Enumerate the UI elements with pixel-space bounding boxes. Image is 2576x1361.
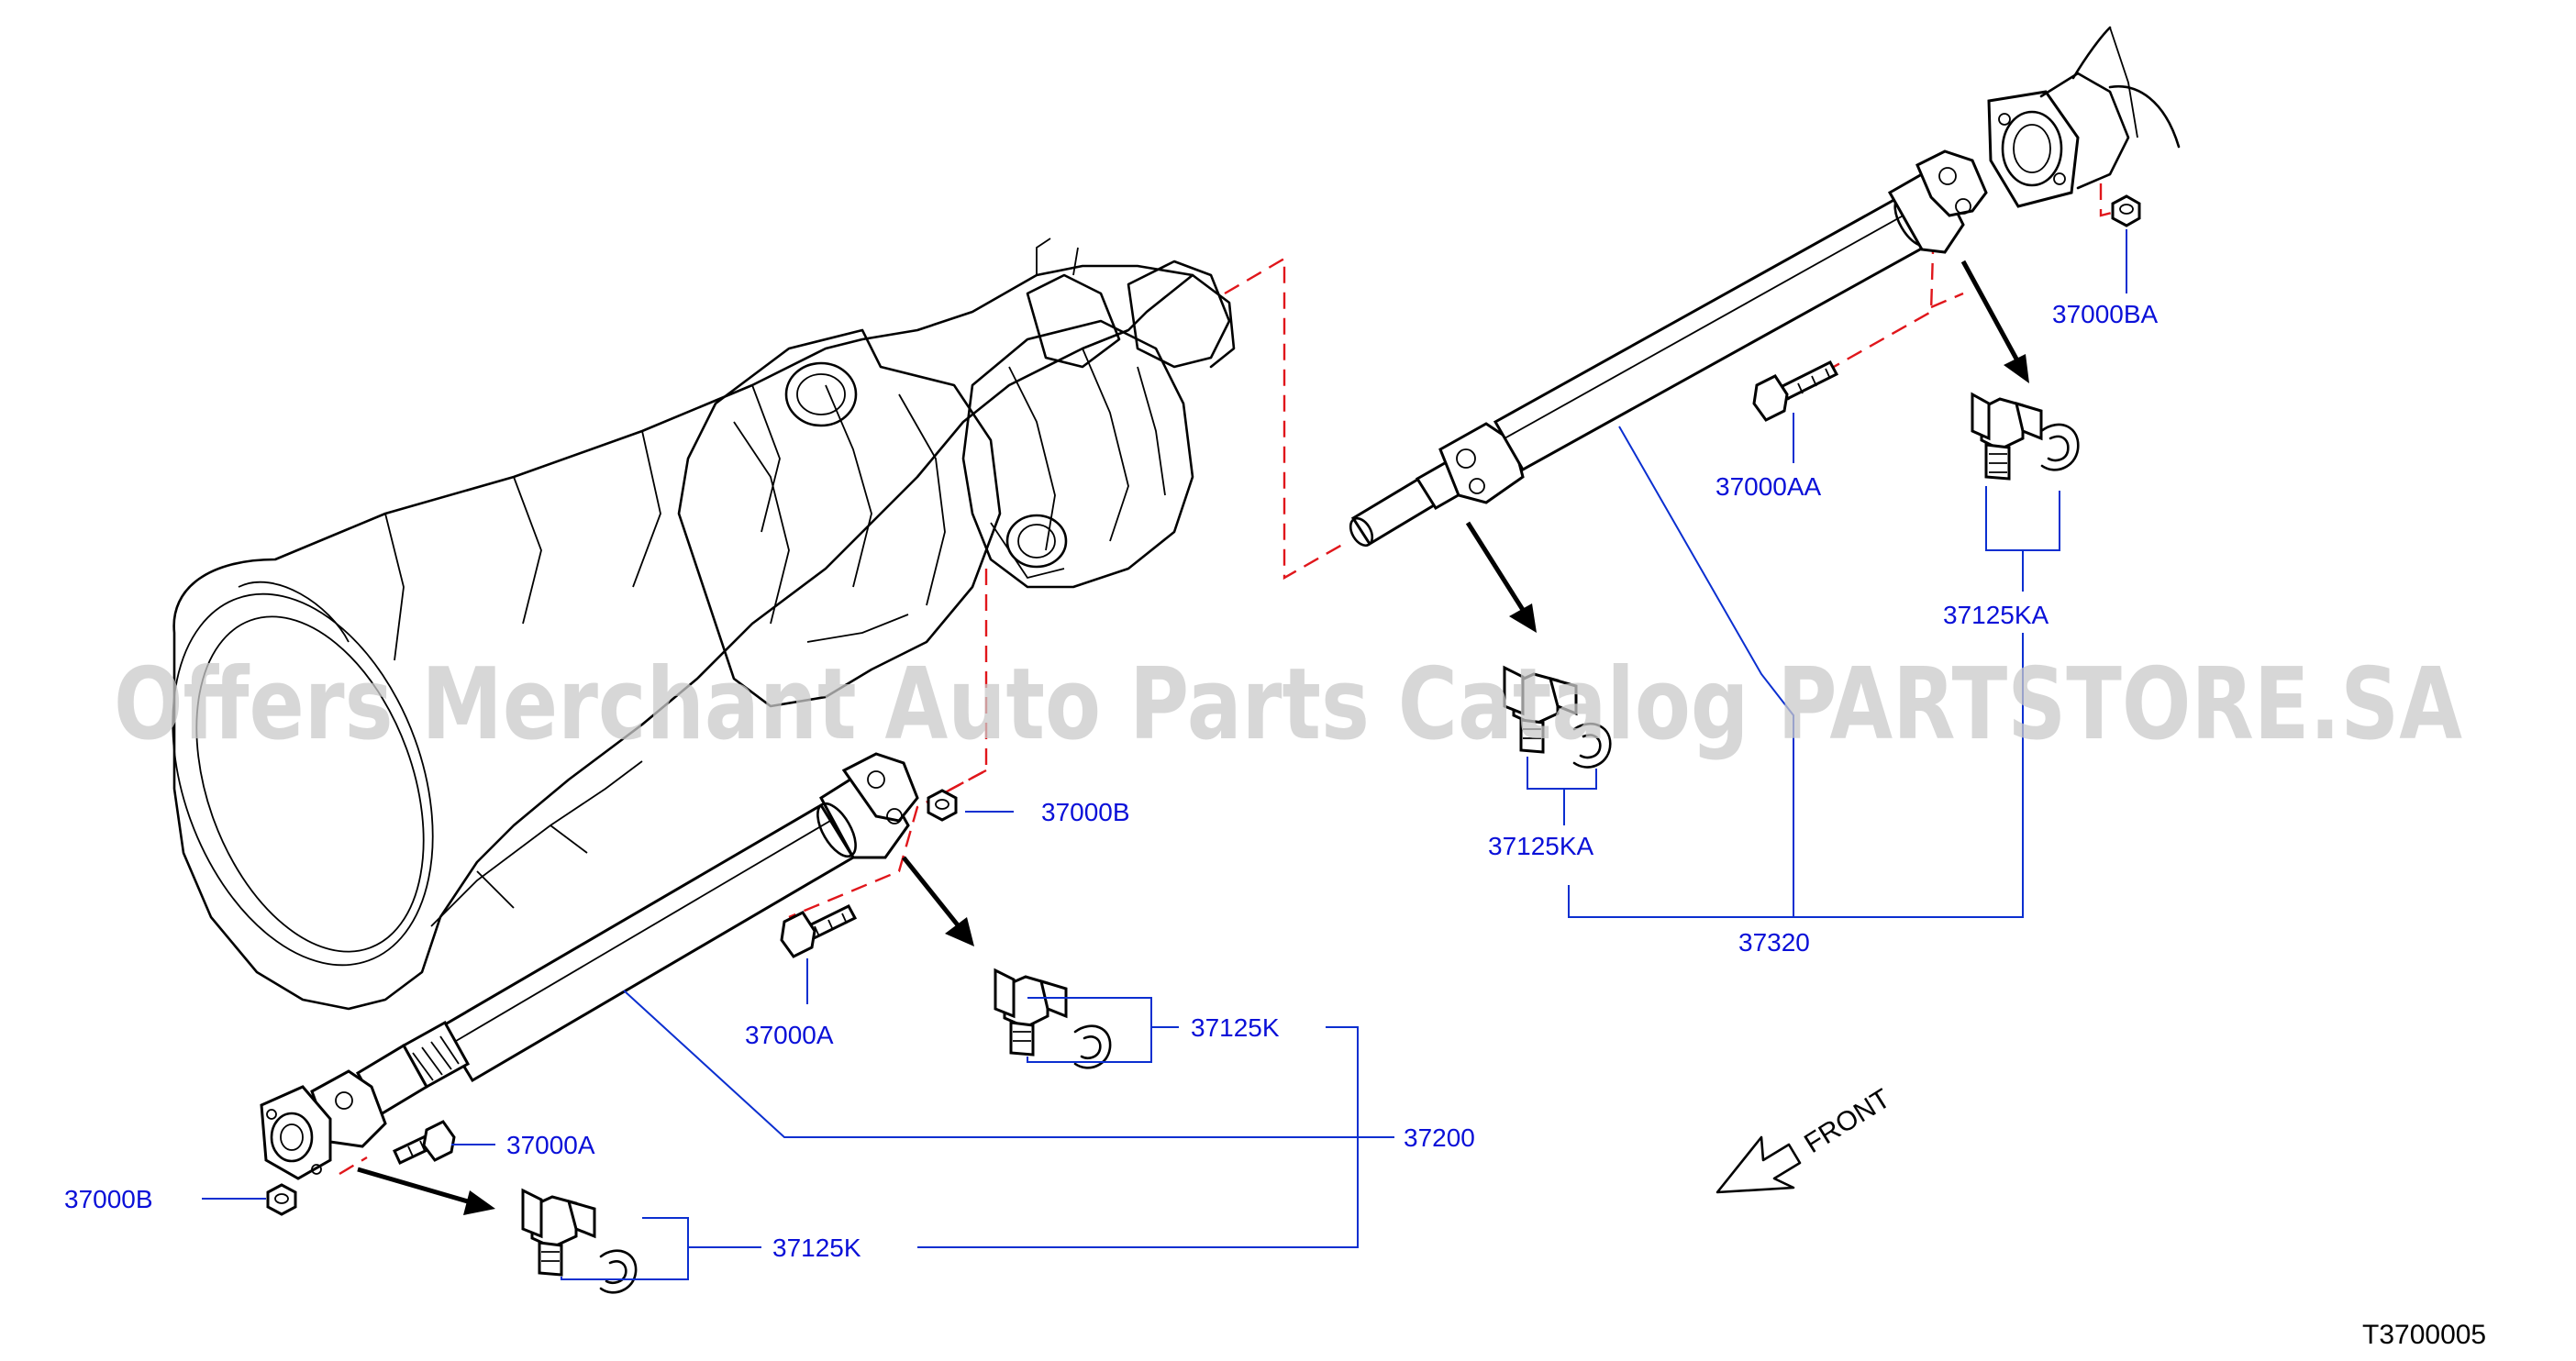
rear-propeller-shaft	[1349, 26, 2181, 548]
part-label-37125k-front[interactable]: 37125K	[772, 1234, 861, 1262]
leader-lines	[202, 229, 2127, 1280]
rear-joint-spider-right	[1971, 392, 2043, 481]
part-label-37200[interactable]: 37200	[1404, 1123, 1475, 1152]
part-label-37320[interactable]: 37320	[1738, 928, 1810, 957]
watermark-text: Offers Merchant Auto Parts Catalog PARTS…	[114, 647, 2462, 762]
front-label: FRONT	[1799, 1083, 1895, 1159]
front-joint-spider-mid	[994, 968, 1068, 1057]
part-label-37000b-front[interactable]: 37000B	[64, 1185, 153, 1213]
front-direction-arrow: FRONT	[1715, 1083, 1895, 1194]
front-propeller-shaft	[260, 752, 919, 1180]
rear-small-parts	[1503, 194, 2141, 769]
rear-joint-spider-left	[1503, 665, 1578, 754]
part-label-37125k-mid[interactable]: 37125K	[1191, 1013, 1280, 1042]
part-label-37000ba[interactable]: 37000BA	[2052, 300, 2159, 328]
front-small-parts	[266, 789, 1112, 1294]
part-label-37125ka-mid[interactable]: 37125KA	[1488, 832, 1594, 860]
part-label-37000b-mid[interactable]: 37000B	[1041, 798, 1130, 826]
part-label-37000aa[interactable]: 37000AA	[1715, 472, 1822, 501]
front-joint-spider-low	[521, 1188, 596, 1277]
part-label-37000a-front[interactable]: 37000A	[506, 1131, 595, 1159]
transmission-assembly	[172, 238, 1236, 1011]
diagram-code: T3700005	[2362, 1320, 2486, 1350]
exploded-view-arrows	[357, 260, 2029, 1215]
part-label-37125ka-rear[interactable]: 37125KA	[1943, 601, 2049, 629]
part-label-37000a-mid[interactable]: 37000A	[745, 1021, 834, 1049]
part-labels: 37000BA 37000AA 37125KA 37125KA 37320 37…	[64, 300, 2159, 1262]
